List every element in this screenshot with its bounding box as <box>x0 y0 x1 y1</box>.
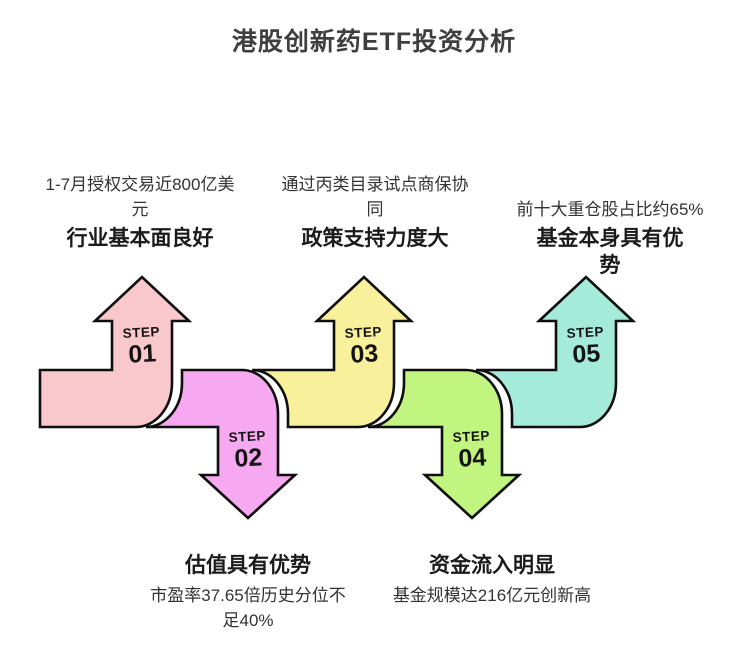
step-1-heading: 行业基本面良好 <box>66 227 214 250</box>
step-3-label: STEP 03 <box>323 324 405 370</box>
step-2-heading: 估值具有优势 <box>185 554 311 577</box>
step-2-down-arrow-shape <box>145 368 299 520</box>
step-2-text-block: 估值具有优势 市盈率37.65倍历史分位不 足40% <box>128 552 368 633</box>
step-3-text-block: 通过丙类目录试点商保协 同 政策支持力度大 <box>255 172 495 252</box>
step-4-text-block: 资金流入明显 基金规模达216亿元创新高 <box>372 552 612 608</box>
step-2-label: STEP 02 <box>207 428 289 474</box>
step-1-up-arrow-shape <box>38 275 193 429</box>
step-5-text-block: 前十大重仓股占比约65% 基金本身具有优 势 <box>490 172 730 279</box>
step-4-down-arrow-shape <box>367 368 523 520</box>
step-1-label: STEP 01 <box>101 324 183 370</box>
step-5-up-arrow-shape <box>475 275 637 429</box>
step-1-description: 1-7月授权交易近800亿美 元 <box>45 175 235 219</box>
step-4-number: 04 <box>457 443 488 473</box>
step-4-label: STEP 04 <box>431 428 513 474</box>
step-5-number: 05 <box>571 339 602 369</box>
step-4-description: 基金规模达216亿元创新高 <box>392 586 592 605</box>
step-5-label: STEP 05 <box>545 324 627 370</box>
step-1-number: 01 <box>127 339 158 369</box>
step-3-number: 03 <box>349 339 380 369</box>
step-4-heading: 资金流入明显 <box>429 554 555 577</box>
step-5-heading: 基金本身具有优 势 <box>536 227 684 277</box>
step-5-description: 前十大重仓股占比约65% <box>516 200 704 219</box>
step-3-description: 通过丙类目录试点商保协 同 <box>281 175 469 219</box>
step-1-text-block: 1-7月授权交易近800亿美 元 行业基本面良好 <box>20 172 260 252</box>
step-3-heading: 政策支持力度大 <box>301 227 449 250</box>
step-3-up-arrow-shape <box>251 275 415 429</box>
page-title: 港股创新药ETF投资分析 <box>231 28 517 56</box>
step-2-number: 02 <box>233 443 264 473</box>
step-2-description: 市盈率37.65倍历史分位不 足40% <box>150 586 346 630</box>
